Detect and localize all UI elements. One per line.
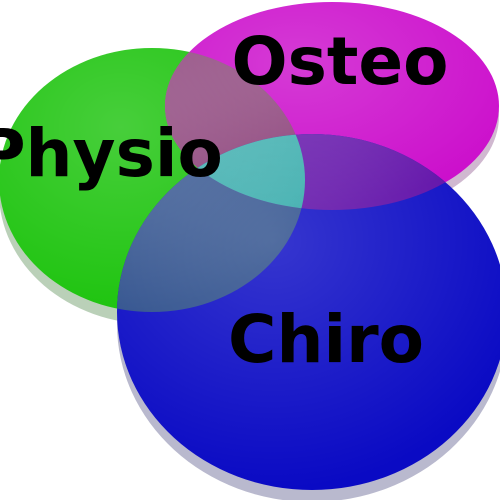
chiro-label: Chiro xyxy=(228,301,424,378)
chiro-shine xyxy=(117,134,500,490)
physio-label: Physio xyxy=(0,115,223,192)
osteo-label: Osteo xyxy=(231,23,448,100)
